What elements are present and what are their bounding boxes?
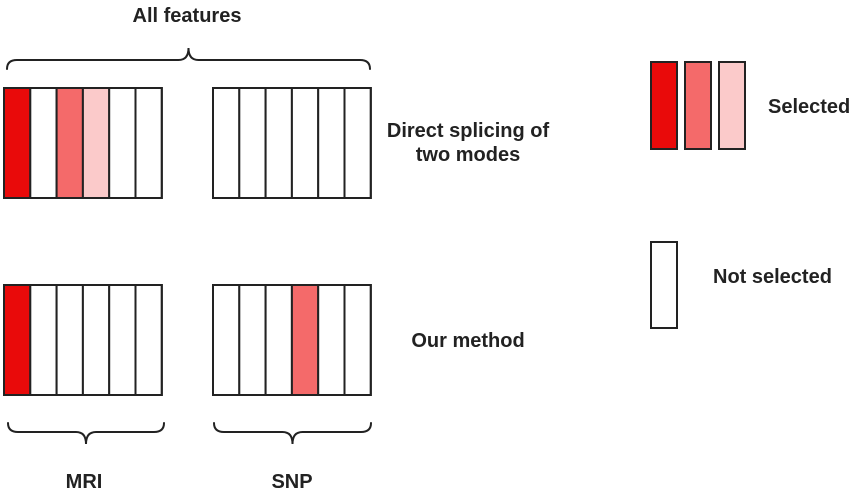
feature-cell-row1-mri-1 [3, 87, 32, 199]
snp-brace [213, 422, 372, 445]
feature-group-frame-row2-snp [212, 284, 372, 396]
feature-cell-row2-mri-5 [108, 284, 137, 396]
feature-cell-row2-snp-6 [343, 284, 372, 396]
feature-cell-row1-mri-6 [134, 87, 163, 199]
legend-not-selected-swatch [650, 241, 678, 329]
row-label-direct-splicing-line-1: Direct splicing of [386, 120, 550, 142]
legend-selected-swatch-3 [718, 61, 746, 150]
feature-cell-row1-mri-3 [55, 87, 84, 199]
feature-cell-row2-mri-6 [134, 284, 163, 396]
row-label-our-method: Our method [388, 329, 548, 353]
feature-cell-row2-snp-1 [212, 284, 241, 396]
all-features-title: All features [132, 5, 242, 27]
feature-cell-row1-snp-5 [317, 87, 346, 199]
feature-cell-row2-snp-2 [238, 284, 267, 396]
mri-brace [7, 422, 165, 445]
feature-cells [3, 87, 372, 396]
feature-group-frame-row1-snp [212, 87, 372, 199]
legend-not-selected-label: Not selected [713, 266, 832, 288]
feature-cell-row1-snp-4 [290, 87, 320, 199]
legend-selected-label: Selected [768, 96, 850, 118]
feature-cell-row1-snp-6 [343, 87, 372, 199]
feature-cell-row2-snp-5 [317, 284, 346, 396]
feature-cell-row2-mri-4 [81, 284, 111, 396]
group-label-snp: SNP [271, 471, 313, 493]
group-label-mri: MRI [65, 471, 103, 493]
feature-cell-row2-mri-3 [55, 284, 84, 396]
feature-cell-row2-snp-3 [264, 284, 293, 396]
brackets [6, 47, 372, 445]
feature-cell-row2-snp-4 [290, 284, 320, 396]
feature-cell-row1-snp-3 [264, 87, 293, 199]
feature-group-frame-row1-mri [3, 87, 163, 199]
feature-cell-row1-snp-2 [238, 87, 267, 199]
feature-group-frame-row2-mri [3, 284, 163, 396]
feature-cell-row1-mri-2 [29, 87, 58, 199]
legend-selected-swatch-1 [650, 61, 678, 150]
row-label-direct-splicing-line-2: two modes [415, 144, 521, 166]
feature-cell-row1-snp-1 [212, 87, 241, 199]
row-label-our-method-line-1: Our method [411, 330, 525, 352]
feature-cell-row1-mri-5 [108, 87, 137, 199]
feature-cell-row1-mri-4 [81, 87, 111, 199]
legend-selected-swatch-2 [684, 61, 712, 150]
all-features-brace [6, 47, 371, 70]
feature-cell-row2-mri-2 [29, 284, 58, 396]
row-label-direct-splicing: Direct splicing of two modes [378, 119, 558, 167]
feature-cell-row2-mri-1 [3, 284, 32, 396]
legend-swatches [650, 61, 746, 329]
